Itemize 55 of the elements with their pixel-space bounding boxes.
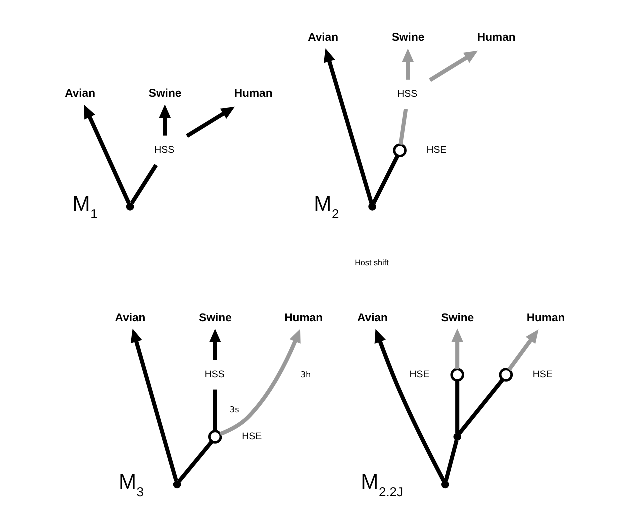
label: M$_{2.2J}$	[361, 471, 404, 500]
label: M$_{2}$	[314, 193, 340, 222]
node-text: Human	[234, 88, 273, 100]
node-text: Human	[284, 312, 324, 324]
node-text: Avian	[65, 88, 96, 100]
node-text: Avian	[308, 32, 339, 44]
arrow	[429, 50, 478, 82]
arrow	[508, 330, 539, 372]
node-text: HSS	[204, 370, 225, 381]
node-text: Human	[526, 312, 566, 324]
node-label: HSE	[426, 145, 447, 156]
edge-label: 3h	[300, 369, 312, 380]
node-circle	[499, 368, 514, 382]
node-text: Swine	[148, 88, 182, 100]
node-text: Human	[477, 32, 516, 44]
node-text: Avian	[358, 312, 388, 324]
connector	[178, 440, 214, 484]
arrow	[374, 329, 446, 482]
connector	[456, 380, 460, 434]
node-text: HSS	[154, 145, 175, 156]
connector	[444, 440, 459, 482]
node-label: HSE	[242, 431, 262, 442]
connector	[372, 155, 400, 204]
arrow	[324, 48, 374, 204]
node-text: Swine	[441, 312, 474, 324]
connector	[458, 378, 504, 436]
node-circle	[208, 430, 222, 444]
arrow	[159, 104, 172, 136]
node-point	[368, 203, 376, 211]
edge-label: 3s	[230, 404, 240, 415]
node-point	[126, 203, 134, 211]
arrow	[186, 106, 236, 138]
connector	[398, 109, 408, 146]
arrow	[452, 328, 464, 370]
node-point	[454, 433, 462, 441]
label: Host shift	[355, 258, 389, 268]
node-circle	[450, 368, 464, 382]
node-text: HSS	[398, 89, 418, 100]
connector	[130, 164, 158, 205]
node-label: HSE	[532, 370, 553, 381]
node-label: HSE	[410, 370, 430, 381]
arrow	[84, 104, 131, 204]
label: M$_{3}$	[118, 471, 144, 500]
node-text: Swine	[199, 312, 232, 324]
node-text: Avian	[115, 312, 146, 324]
node-point	[173, 480, 182, 489]
arrow	[130, 328, 178, 482]
connector	[213, 390, 218, 432]
node-circle	[393, 144, 407, 158]
arrow	[402, 48, 414, 80]
arrow	[220, 329, 301, 436]
node-point	[442, 480, 450, 489]
label: M$_{1}$	[72, 193, 98, 222]
node-text: Swine	[392, 32, 425, 44]
arrow	[209, 328, 222, 360]
